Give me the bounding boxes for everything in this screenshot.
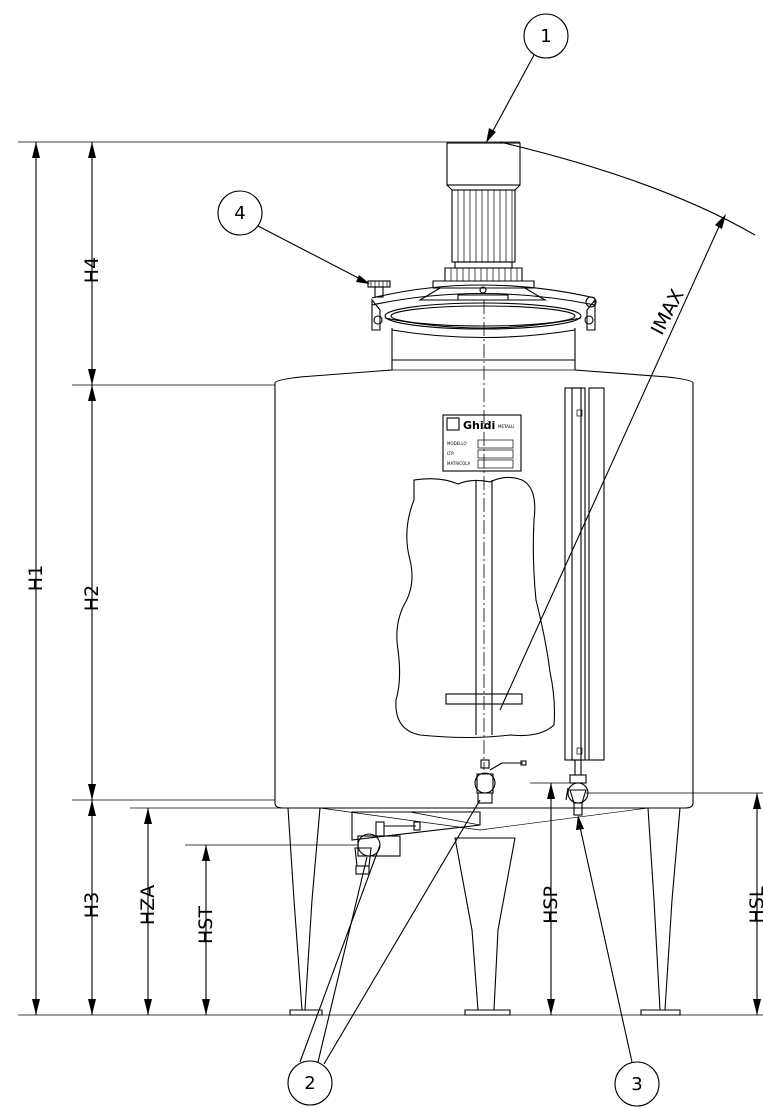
- dim-label-h2: H2: [81, 585, 103, 611]
- callout-bubble-1: [523, 13, 569, 59]
- dim-label-imax: IMAX: [647, 286, 689, 339]
- tank-legs: [287, 807, 681, 1016]
- callout-2-label: 2: [304, 1073, 315, 1094]
- callout-4-label: 4: [234, 203, 245, 224]
- callout-1-label: 1: [540, 26, 551, 47]
- nameplate-field-litres: LTR: [447, 451, 454, 456]
- callout-bubble-4: [217, 190, 263, 236]
- center-drain-valve: [474, 759, 527, 804]
- dim-label-hza: HZA: [137, 885, 159, 925]
- callout-bubble-2: [287, 1060, 333, 1106]
- dim-label-hsl: HSL: [746, 886, 763, 923]
- nameplate-field-model: MODELLO: [447, 441, 467, 446]
- tank-lid: [371, 284, 597, 361]
- sample-valve: [565, 774, 589, 816]
- callout-3-label: 3: [631, 1074, 642, 1095]
- nameplate-subtitle: METALLI: [498, 424, 514, 429]
- nameplate-brand: Ghidi: [463, 419, 495, 432]
- dimension-lines: [18, 141, 763, 1016]
- bottom-drain-valve: [351, 811, 481, 875]
- dim-label-h1: H1: [25, 565, 47, 591]
- nameplate-field-serial: MATRICOLA: [447, 461, 471, 466]
- name-plate: Ghidi METALLI MODELLO LTR MATRICOLA: [442, 414, 522, 472]
- dim-label-h3: H3: [81, 892, 103, 918]
- level-gauge: [564, 387, 605, 775]
- dim-label-h4: H4: [81, 257, 103, 283]
- callout-bubble-3: [614, 1061, 660, 1107]
- agitator-motor: [432, 142, 535, 289]
- dim-label-hsp: HSP: [540, 886, 562, 924]
- dim-label-hst: HST: [195, 906, 217, 944]
- lid-handwheel: [367, 280, 391, 298]
- cutaway-view: [395, 300, 556, 770]
- tank-body: [274, 360, 694, 809]
- callouts: 1 4 2 3: [217, 13, 660, 1107]
